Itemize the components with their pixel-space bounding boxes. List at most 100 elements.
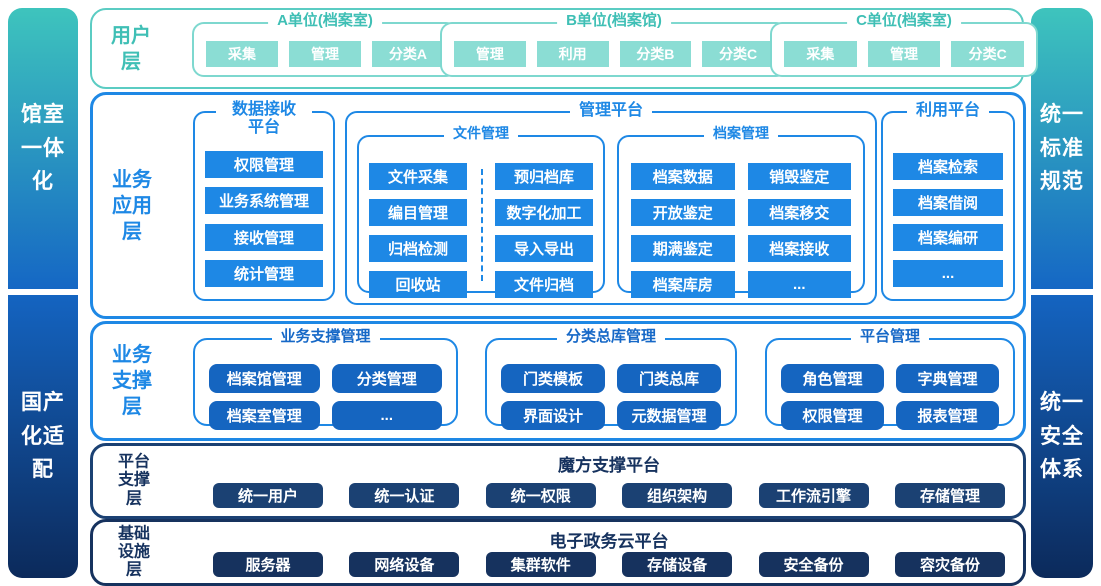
- module-box: 采集: [784, 41, 857, 67]
- module-box: 管理: [867, 41, 941, 67]
- module-box: 字典管理: [896, 364, 999, 393]
- pillar-left-bottom-label: 国产化适配: [21, 391, 65, 482]
- module-box: 权限管理: [781, 401, 884, 430]
- module-box: 工作流引擎: [758, 483, 869, 508]
- module-box: 采集: [206, 41, 278, 67]
- layer-support-label: 业务支撑层: [112, 344, 152, 418]
- module-box: 管理: [289, 41, 361, 67]
- group-use-platform-title: 利用平台: [906, 102, 990, 120]
- layer-infrastructure-label: 基础设施层: [117, 524, 150, 579]
- module-box: 档案检索: [893, 153, 1003, 180]
- group-platform-manage: 平台管理 角色管理 字典管理 权限管理 报表管理: [765, 328, 1015, 430]
- module-box: 门类模板: [501, 364, 605, 393]
- module-box: 数字化加工: [495, 199, 593, 226]
- module-box: 预归档库: [495, 163, 593, 190]
- module-box: 期满鉴定: [631, 235, 735, 262]
- pillar-right-bottom: 统一安全体系: [1031, 295, 1093, 578]
- infra-title: 电子政务云平台: [549, 532, 669, 551]
- pillar-right-top-label: 统一标准规范: [1040, 103, 1084, 194]
- group-unit-c: C单位(档案室) 采集 管理 分类C: [770, 12, 1038, 77]
- module-box: 档案编研: [893, 224, 1003, 252]
- group-data-receive: 数据接收平台 权限管理 业务系统管理 接收管理 统计管理: [193, 101, 335, 301]
- layer-support: 业务支撑层 业务支撑管理 档案馆管理 分类管理 档案室管理 ... 分类总库管理…: [90, 321, 1026, 441]
- layer-infrastructure: 基础设施层 电子政务云平台 服务器 网络设备 集群软件 存储设备 安全备份 容灾…: [90, 519, 1026, 586]
- group-manage-platform-title: 管理平台: [569, 102, 653, 120]
- pillar-left-top-label: 馆室一体化: [21, 103, 65, 194]
- module-box: 管理: [454, 41, 526, 67]
- module-box: 统一权限: [485, 483, 596, 508]
- dashed-divider: [481, 169, 483, 281]
- module-box: 服务器: [213, 552, 323, 577]
- module-box: ...: [893, 259, 1003, 287]
- module-box: 归档检测: [369, 235, 467, 262]
- module-box: 销毁鉴定: [747, 163, 851, 190]
- group-unit-c-title: C单位(档案室): [847, 12, 961, 30]
- layer-platform-support: 平台支撑层 魔方支撑平台 统一用户 统一认证 统一权限 组织架构 工作流引擎 存…: [90, 443, 1026, 519]
- module-box: 接收管理: [205, 223, 323, 251]
- group-manage-platform: 管理平台 文件管理 文件采集 预归档库 编目管理 数字化加工 归档检测 导入导出…: [345, 102, 877, 305]
- module-box: 档案室管理: [209, 401, 320, 430]
- subgroup-archive-manage-title: 档案管理: [704, 125, 778, 142]
- group-unit-a: A单位(档案室) 采集 管理 分类A: [192, 12, 458, 77]
- module-box: 分类管理: [331, 364, 442, 393]
- module-box: 门类总库: [617, 364, 721, 393]
- module-box: 分类A: [372, 41, 444, 67]
- group-biz-support: 业务支撑管理 档案馆管理 分类管理 档案室管理 ...: [193, 328, 458, 430]
- module-box: 统一认证: [349, 483, 460, 508]
- module-box: 网络设备: [349, 552, 460, 577]
- module-box: 统计管理: [205, 259, 323, 287]
- module-box: ...: [331, 401, 442, 430]
- module-box: 导入导出: [495, 235, 593, 262]
- platform-title: 魔方支撑平台: [558, 456, 660, 475]
- module-box: 档案借阅: [893, 188, 1003, 216]
- module-box: 分类C: [951, 41, 1025, 67]
- layer-user: 用户层 A单位(档案室) 采集 管理 分类A B单位(档案馆) 管理 利用 分类…: [90, 8, 1038, 89]
- subgroup-file-manage: 文件管理 文件采集 预归档库 编目管理 数字化加工 归档检测 导入导出 回收站 …: [357, 125, 605, 298]
- platform-modules: 统一用户 统一认证 统一权限 组织架构 工作流引擎 存储管理: [213, 483, 1005, 508]
- subgroup-file-manage-title: 文件管理: [444, 125, 518, 142]
- module-box: 组织架构: [622, 483, 733, 508]
- pillar-right-bottom-label: 统一安全体系: [1040, 391, 1084, 482]
- group-platform-manage-title: 平台管理: [850, 328, 930, 346]
- module-box: 档案接收: [747, 235, 851, 262]
- module-box: 界面设计: [501, 401, 605, 430]
- module-box: 统一用户: [213, 483, 323, 508]
- infra-modules: 服务器 网络设备 集群软件 存储设备 安全备份 容灾备份: [213, 552, 1005, 577]
- module-box: 档案库房: [631, 271, 735, 298]
- module-box: 档案数据: [631, 163, 735, 190]
- subgroup-archive-manage: 档案管理 档案数据 销毁鉴定 开放鉴定 档案移交 期满鉴定 档案接收 档案库房 …: [617, 125, 865, 298]
- module-box: 利用: [536, 41, 609, 67]
- group-biz-support-title: 业务支撑管理: [271, 328, 380, 346]
- module-box: 编目管理: [369, 199, 467, 226]
- module-box: 分类B: [619, 41, 692, 67]
- module-box: 安全备份: [758, 552, 869, 577]
- module-box: 开放鉴定: [631, 199, 735, 226]
- module-box: 文件归档: [495, 271, 593, 298]
- group-data-receive-title: 数据接收平台: [216, 101, 312, 137]
- module-box: 文件采集: [369, 163, 467, 190]
- group-unit-b: B单位(档案馆) 管理 利用 分类B 分类C: [440, 12, 788, 77]
- module-box: 档案馆管理: [209, 364, 320, 393]
- module-box: 权限管理: [205, 151, 323, 178]
- layer-application-label: 业务应用层: [112, 168, 152, 243]
- group-classification-title: 分类总库管理: [556, 328, 666, 346]
- group-use-platform: 利用平台 档案检索 档案借阅 档案编研 ...: [881, 102, 1015, 301]
- module-box: 容灾备份: [894, 552, 1005, 577]
- module-box: 元数据管理: [617, 401, 721, 430]
- layer-platform-support-label: 平台支撑层: [117, 453, 150, 508]
- module-box: 角色管理: [781, 364, 884, 393]
- module-box: 存储管理: [894, 483, 1005, 508]
- module-box: 业务系统管理: [205, 187, 323, 215]
- group-unit-a-title: A单位(档案室): [268, 12, 382, 30]
- module-box: 分类C: [702, 41, 774, 67]
- pillar-left-bottom: 国产化适配: [8, 295, 78, 578]
- module-box: ...: [747, 271, 851, 298]
- layer-application: 业务应用层 数据接收平台 权限管理 业务系统管理 接收管理 统计管理 管理平台 …: [90, 92, 1026, 319]
- module-box: 存储设备: [622, 552, 733, 577]
- module-box: 档案移交: [747, 199, 851, 226]
- group-unit-b-title: B单位(档案馆): [557, 12, 671, 30]
- module-box: 回收站: [369, 271, 467, 298]
- module-box: 集群软件: [485, 552, 596, 577]
- module-box: 报表管理: [896, 401, 999, 430]
